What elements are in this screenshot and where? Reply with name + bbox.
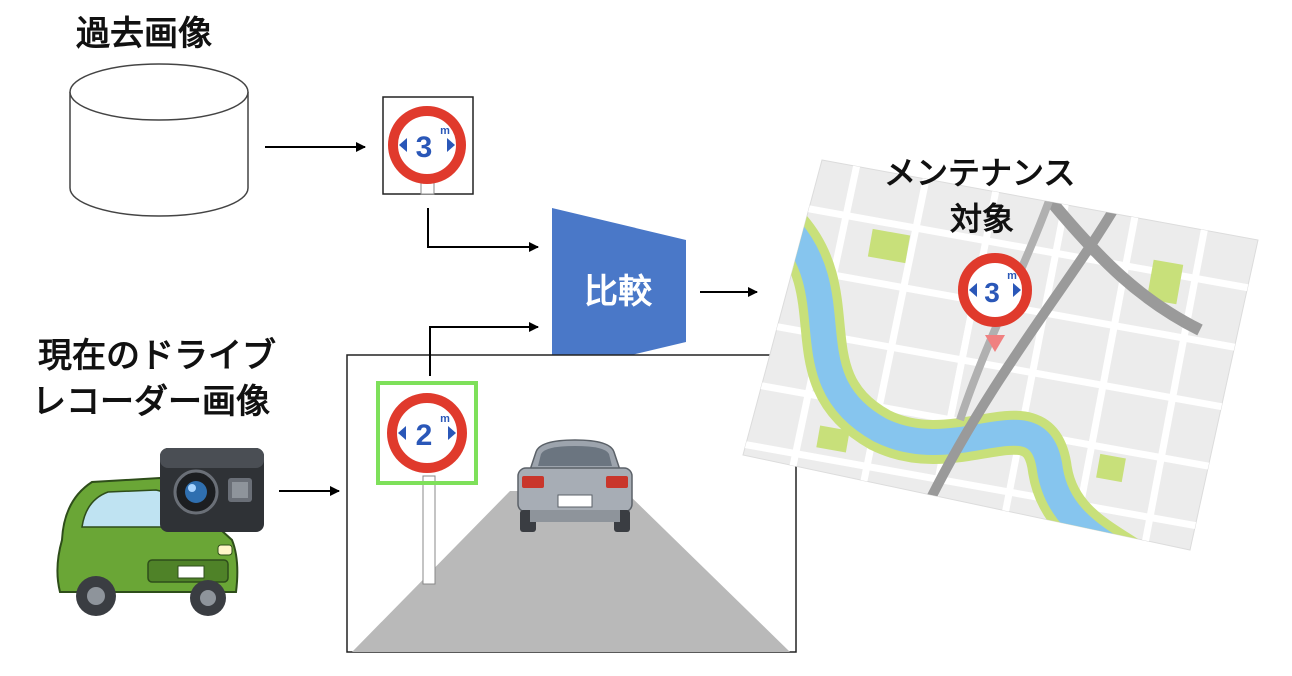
past-sign-unit: m — [440, 125, 450, 137]
map-pin-icon: 3 m — [958, 253, 1032, 352]
past-sign-value: 3 — [416, 131, 433, 164]
car-ahead — [517, 439, 633, 532]
map-illustration: 3 m — [742, 159, 1259, 551]
dashcam-icon — [160, 448, 264, 532]
current-sign-unit: m — [440, 413, 450, 425]
current-dashcam-label-line2: レコーダー画像 — [32, 382, 270, 422]
compare-block — [552, 208, 686, 374]
map-sign-unit: m — [1007, 270, 1017, 282]
compare-label: 比較 — [584, 272, 653, 312]
map-sign-value: 3 — [984, 277, 1000, 308]
road — [352, 491, 790, 652]
detection-box — [376, 381, 478, 485]
arrow-current-to-compare — [429, 322, 539, 376]
database-icon — [69, 63, 249, 217]
maintenance-label-line1: メンテナンス — [884, 154, 1076, 192]
past-sign-crop: 3 m — [382, 96, 474, 195]
current-sign-value: 2 — [416, 419, 433, 452]
maintenance-label-line2: 対象 — [950, 200, 1015, 238]
arrow-past-to-compare — [427, 208, 539, 252]
past-images-label: 過去画像 — [76, 14, 212, 54]
dashcam-frame: 2 m — [346, 354, 797, 653]
current-dashcam-label-line1: 現在のドライブ — [38, 336, 276, 376]
sign-pole — [422, 475, 436, 585]
car-with-dashcam-illustration — [56, 448, 264, 616]
